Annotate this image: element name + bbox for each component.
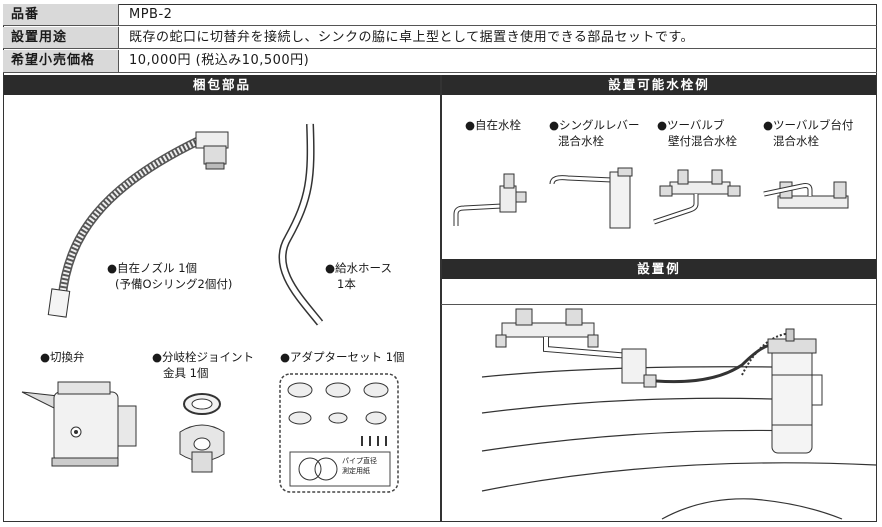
install-divider	[441, 304, 876, 305]
spec-row-price: 希望小売価格 10,000円 (税込み10,500円)	[3, 50, 877, 73]
hose-caption-line1: ●給水ホース	[325, 261, 392, 275]
spec-label: 希望小売価格	[3, 50, 119, 72]
adapter-note-line2: 測定用紙	[342, 467, 370, 475]
hose-caption-line2: 1本	[337, 277, 356, 291]
spec-row-product-number: 品番 MPB-2	[3, 4, 877, 26]
spec-row-usage: 設置用途 既存の蛇口に切替弁を接続し、シンクの脇に卓上型として据置き使用できる部…	[3, 27, 877, 49]
adapter-set-illustration	[279, 373, 399, 493]
faucet-4-label-line2: 混合水栓	[773, 134, 819, 148]
faucet-4-label-line1: ●ツーバルブ台付	[763, 118, 854, 132]
faucet-2-label-line1: ●シングルレバー	[549, 118, 640, 132]
faucet-section-title: 設置可能水栓例	[442, 75, 876, 95]
adapter-note-line1: パイプ直径	[342, 457, 377, 465]
swivel-faucet-icon	[453, 173, 527, 226]
section-divider	[440, 75, 442, 522]
two-valve-deck-faucet-icon	[763, 181, 849, 209]
joint-caption-line1: ●分岐栓ジョイント	[152, 350, 255, 364]
parts-section-title: 梱包部品	[4, 75, 440, 95]
supply-hose-illustration	[278, 123, 324, 326]
branch-joint-illustration	[179, 393, 225, 473]
joint-caption-line2: 金具 1個	[163, 366, 209, 380]
install-section-title: 設置例	[442, 259, 876, 279]
spec-value: 10,000円 (税込み10,500円)	[129, 53, 310, 68]
single-lever-faucet-icon	[549, 167, 633, 229]
flexible-nozzle-illustration	[47, 131, 229, 318]
spec-label: 品番	[3, 4, 119, 25]
nozzle-caption-line2: (予備Oシリング2個付)	[115, 277, 233, 291]
faucet-2-label-line2: 混合水栓	[558, 134, 604, 148]
faucet-3-label-line2: 壁付混合水栓	[668, 134, 737, 148]
adapter-caption: ●アダプターセット 1個	[280, 350, 405, 364]
two-valve-wall-faucet-icon	[653, 169, 741, 225]
spec-label: 設置用途	[3, 27, 119, 48]
nozzle-caption-line1: ●自在ノズル 1個	[107, 261, 198, 275]
faucet-1-label: ●自在水栓	[465, 118, 522, 132]
spec-value: MPB-2	[129, 7, 173, 22]
spec-value: 既存の蛇口に切替弁を接続し、シンクの脇に卓上型として据置き使用できる部品セットで…	[129, 30, 695, 45]
switching-valve-illustration	[21, 381, 137, 467]
faucet-3-label-line1: ●ツーバルブ	[657, 118, 725, 132]
installation-example-illustration	[481, 308, 877, 520]
valve-caption: ●切換弁	[40, 350, 85, 364]
